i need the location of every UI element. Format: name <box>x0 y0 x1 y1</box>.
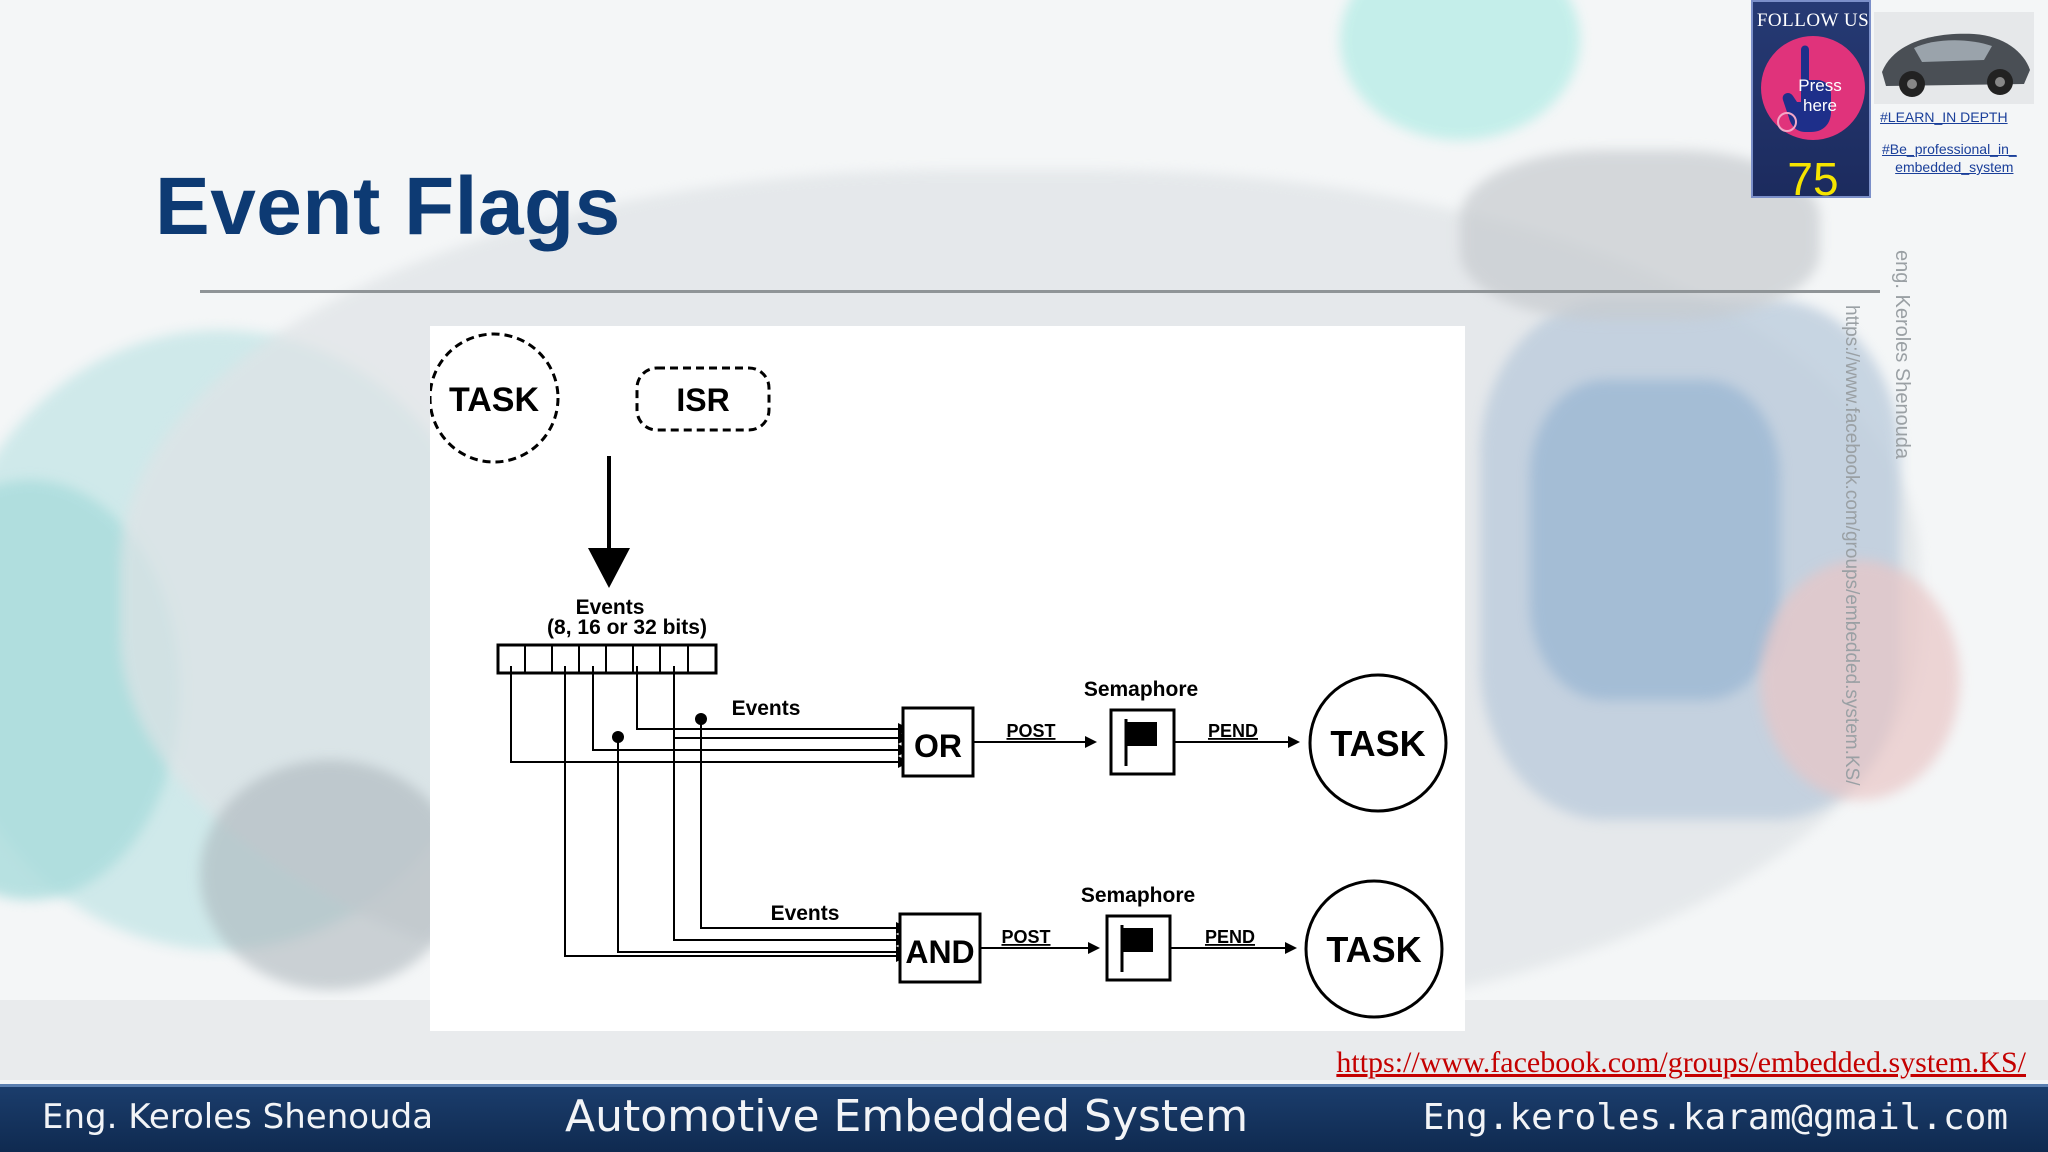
and-post-label: POST <box>1001 927 1050 947</box>
author-watermark: eng. Keroles Shenouda <box>1891 250 1913 460</box>
press-label: Press here <box>1798 76 1842 115</box>
and-pend-label: PEND <box>1205 927 1255 947</box>
events-register-bit-dividers <box>524 645 689 673</box>
isr-box <box>635 366 771 432</box>
events-register-size: (8, 16 or 32 bits) <box>547 616 707 639</box>
or-semaphore-label: Semaphore <box>1084 678 1198 701</box>
facebook-group-link[interactable]: https://www.facebook.com/groups/embedded… <box>1336 1046 2026 1079</box>
press-here-button[interactable]: Press here <box>1761 36 1865 140</box>
group-url-watermark: https://www.facebook.com/groups/embedded… <box>1841 305 1862 786</box>
hashtag-learn-in-depth[interactable]: #LEARN_IN DEPTH <box>1880 109 2008 125</box>
task-top-label: TASK <box>449 381 539 419</box>
or-task-label: TASK <box>1330 723 1425 764</box>
or-event-lines <box>510 666 900 866</box>
footer-bar: Eng. Keroles Shenouda Automotive Embedde… <box>0 1084 2048 1152</box>
flag-icon <box>1120 925 1153 972</box>
task-dashed-circle <box>430 332 560 464</box>
title-divider <box>200 290 1880 293</box>
footer-course-title: Automotive Embedded System <box>565 1091 1249 1142</box>
and-event-lines <box>564 719 898 957</box>
hashtag-be-professional[interactable]: #Be_professional_in_ embedded_system <box>1882 141 2017 175</box>
event-flags-diagram: TASK ISR Events (8, 16 or 32 bits) <box>430 326 1465 1031</box>
or-pend-label: PEND <box>1208 721 1258 741</box>
or-gate-label: OR <box>914 728 962 764</box>
follow-count: 75 <box>1787 153 1839 205</box>
footer-email: Eng.keroles.karam@gmail.com <box>1422 1097 2008 1138</box>
and-task-circle <box>1304 879 1444 1019</box>
footer-author: Eng. Keroles Shenouda <box>42 1097 434 1137</box>
follow-us-widget[interactable]: FOLLOW US Press here 75 <box>1751 0 1871 205</box>
or-post-label: POST <box>1006 721 1055 741</box>
and-task-label: TASK <box>1326 929 1421 970</box>
follow-us-title: FOLLOW US <box>1756 10 1870 31</box>
and-semaphore-label: Semaphore <box>1081 884 1195 907</box>
car-thumbnail[interactable] <box>1874 12 2034 104</box>
and-gate-label: AND <box>905 934 974 970</box>
slide-title: Event Flags <box>155 161 621 252</box>
events-register-title: Events <box>576 596 645 619</box>
flag-icon <box>1124 719 1157 766</box>
task-to-events-arrowhead <box>588 548 630 588</box>
isr-label: ISR <box>676 382 729 418</box>
diagram-canvas: TASK ISR Events (8, 16 or 32 bits) <box>430 332 1448 1019</box>
hand-pointer-icon <box>1777 45 1831 132</box>
or-task-circle <box>1308 673 1448 813</box>
or-events-label: Events <box>732 697 801 720</box>
and-events-label: Events <box>771 902 840 925</box>
